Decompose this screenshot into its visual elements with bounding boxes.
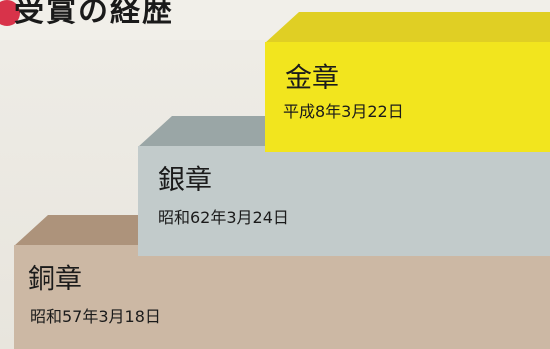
- heading-marker-icon: [0, 0, 20, 26]
- bronze-step-face: [14, 245, 550, 349]
- gold-step-top: [265, 12, 550, 43]
- silver-step-face: [138, 146, 550, 256]
- award-name: 銀章: [158, 165, 212, 196]
- page-title: 受賞の経歴: [14, 0, 174, 29]
- award-name: 金章: [285, 63, 339, 94]
- award-date: 昭和62年3月24日: [158, 208, 289, 227]
- award-name: 銅章: [28, 264, 82, 295]
- award-date: 平成8年3月22日: [283, 102, 404, 121]
- award-step-silver: 銀章 昭和62年3月24日: [138, 116, 550, 256]
- award-step-gold: 金章 平成8年3月22日: [265, 12, 550, 152]
- award-date: 昭和57年3月18日: [30, 307, 161, 326]
- gold-step-face: [265, 42, 550, 152]
